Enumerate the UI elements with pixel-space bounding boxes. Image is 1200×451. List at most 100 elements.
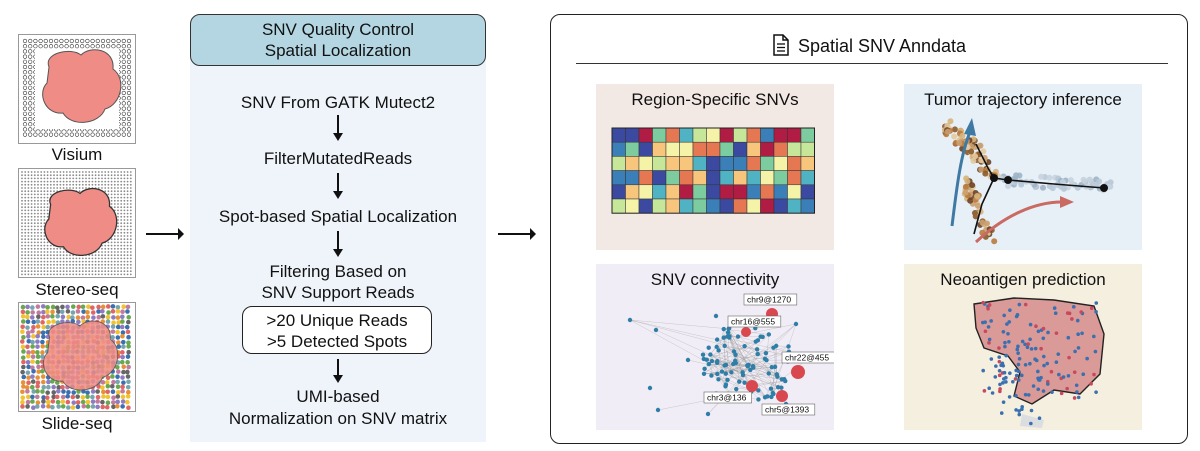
visium-label: Visium xyxy=(51,145,103,164)
slide-bead xyxy=(36,364,41,370)
slide-bead xyxy=(65,399,71,405)
neoantigen-spot xyxy=(1080,331,1084,336)
stereo-spot xyxy=(30,187,33,189)
stereo-spot xyxy=(43,193,46,196)
stereo-spot xyxy=(107,267,110,269)
heatmap-cell xyxy=(679,156,694,171)
network-node xyxy=(715,371,720,377)
slide-bead xyxy=(25,330,31,335)
stereo-spot xyxy=(123,257,126,260)
stereo-spot xyxy=(94,260,97,263)
stereo-spot xyxy=(40,199,43,202)
stereo-spot xyxy=(97,180,100,183)
stereo-spot xyxy=(65,270,68,273)
stereo-spot xyxy=(107,183,110,186)
stereo-spot xyxy=(43,273,46,276)
stereo-spot xyxy=(30,215,33,218)
slide-bead xyxy=(110,400,116,405)
stereo-spot xyxy=(101,270,103,273)
stereo-spot xyxy=(49,257,52,260)
stereo-spot xyxy=(120,257,123,260)
neoantigen-spot xyxy=(1014,408,1018,412)
stereo-spot xyxy=(40,215,43,218)
slide-bead xyxy=(40,304,46,309)
stereo-spot xyxy=(46,190,49,193)
slide-bead xyxy=(25,325,30,330)
stereo-spot xyxy=(62,270,65,273)
slide-bead xyxy=(126,340,131,346)
stereo-spot xyxy=(120,206,123,209)
stereo-spot xyxy=(107,273,110,276)
stereo-spot xyxy=(21,238,23,241)
criteria-unique-reads: >20 Unique Reads xyxy=(266,311,408,330)
stereo-spot xyxy=(46,244,49,247)
heatmap-cell xyxy=(679,198,694,214)
slide-bead xyxy=(20,344,26,350)
stereo-spot xyxy=(117,270,119,273)
stereo-spot xyxy=(72,257,75,260)
neoantigen-spot xyxy=(1016,369,1021,374)
neoantigen-spot xyxy=(1094,309,1098,314)
stereo-spot xyxy=(21,203,23,205)
slide-bead xyxy=(41,334,46,340)
stereo-spot xyxy=(72,183,75,186)
stereo-spot xyxy=(78,257,81,260)
neoantigen-spot xyxy=(1089,382,1093,386)
slide-bead xyxy=(90,399,96,404)
document-icon xyxy=(773,34,789,56)
cell-point xyxy=(982,170,989,177)
network-node xyxy=(647,385,653,391)
slide-bead xyxy=(41,379,46,385)
neoantigen-spot xyxy=(1017,356,1022,361)
stereo-spot xyxy=(110,241,113,244)
stereo-spot xyxy=(78,177,81,180)
stereo-spot xyxy=(97,267,100,269)
neoantigen-spot xyxy=(1017,302,1022,307)
stereo-spot xyxy=(126,174,129,177)
visium-spot xyxy=(48,44,54,49)
slide-bead xyxy=(20,304,26,310)
stereo-spot xyxy=(46,270,49,273)
visium-spot xyxy=(28,106,33,111)
visium-spot xyxy=(90,132,95,137)
neoantigen-spot xyxy=(986,325,991,329)
stereo-spot xyxy=(21,190,23,193)
stereo-spot xyxy=(94,177,97,180)
stereo-spot xyxy=(78,260,81,263)
stereo-spot xyxy=(75,273,78,276)
network-node xyxy=(764,357,769,363)
slide-bead xyxy=(25,304,30,310)
visium-spot xyxy=(28,64,33,70)
stereo-spot xyxy=(123,183,126,186)
heatmap-cell xyxy=(665,127,680,143)
stereo-spot xyxy=(104,183,107,186)
stereo-spot xyxy=(123,251,126,253)
heatmap-cell xyxy=(638,156,653,171)
neoantigen-spot xyxy=(1029,408,1034,413)
stereo-spot xyxy=(91,174,94,177)
stereo-spot xyxy=(110,180,113,183)
stereo-spot xyxy=(40,251,43,253)
slide-bead xyxy=(20,329,25,335)
stereo-spot xyxy=(27,251,30,253)
stereo-spot xyxy=(27,212,30,215)
network-node xyxy=(756,388,761,393)
visium-spot xyxy=(85,38,90,44)
stereo-spot xyxy=(129,190,132,193)
neoantigen-spot xyxy=(989,319,993,323)
stereo-spot xyxy=(40,203,43,205)
stereo-spot xyxy=(88,174,91,177)
stereo-spot xyxy=(33,260,36,263)
neoantigen-spot xyxy=(1017,409,1021,413)
stereo-spot xyxy=(59,247,62,250)
neoantigen-spot xyxy=(983,329,988,334)
slide-bead xyxy=(46,379,51,385)
stereo-spot xyxy=(40,174,43,177)
neoantigen-spot xyxy=(986,306,990,311)
stereo-spot xyxy=(24,180,27,183)
stereo-spot xyxy=(78,171,81,173)
stereo-spot xyxy=(75,174,78,177)
heatmap-cell xyxy=(760,198,775,214)
anndata-title: Spatial SNV Anndata xyxy=(797,36,967,56)
stereo-spot xyxy=(40,267,43,269)
